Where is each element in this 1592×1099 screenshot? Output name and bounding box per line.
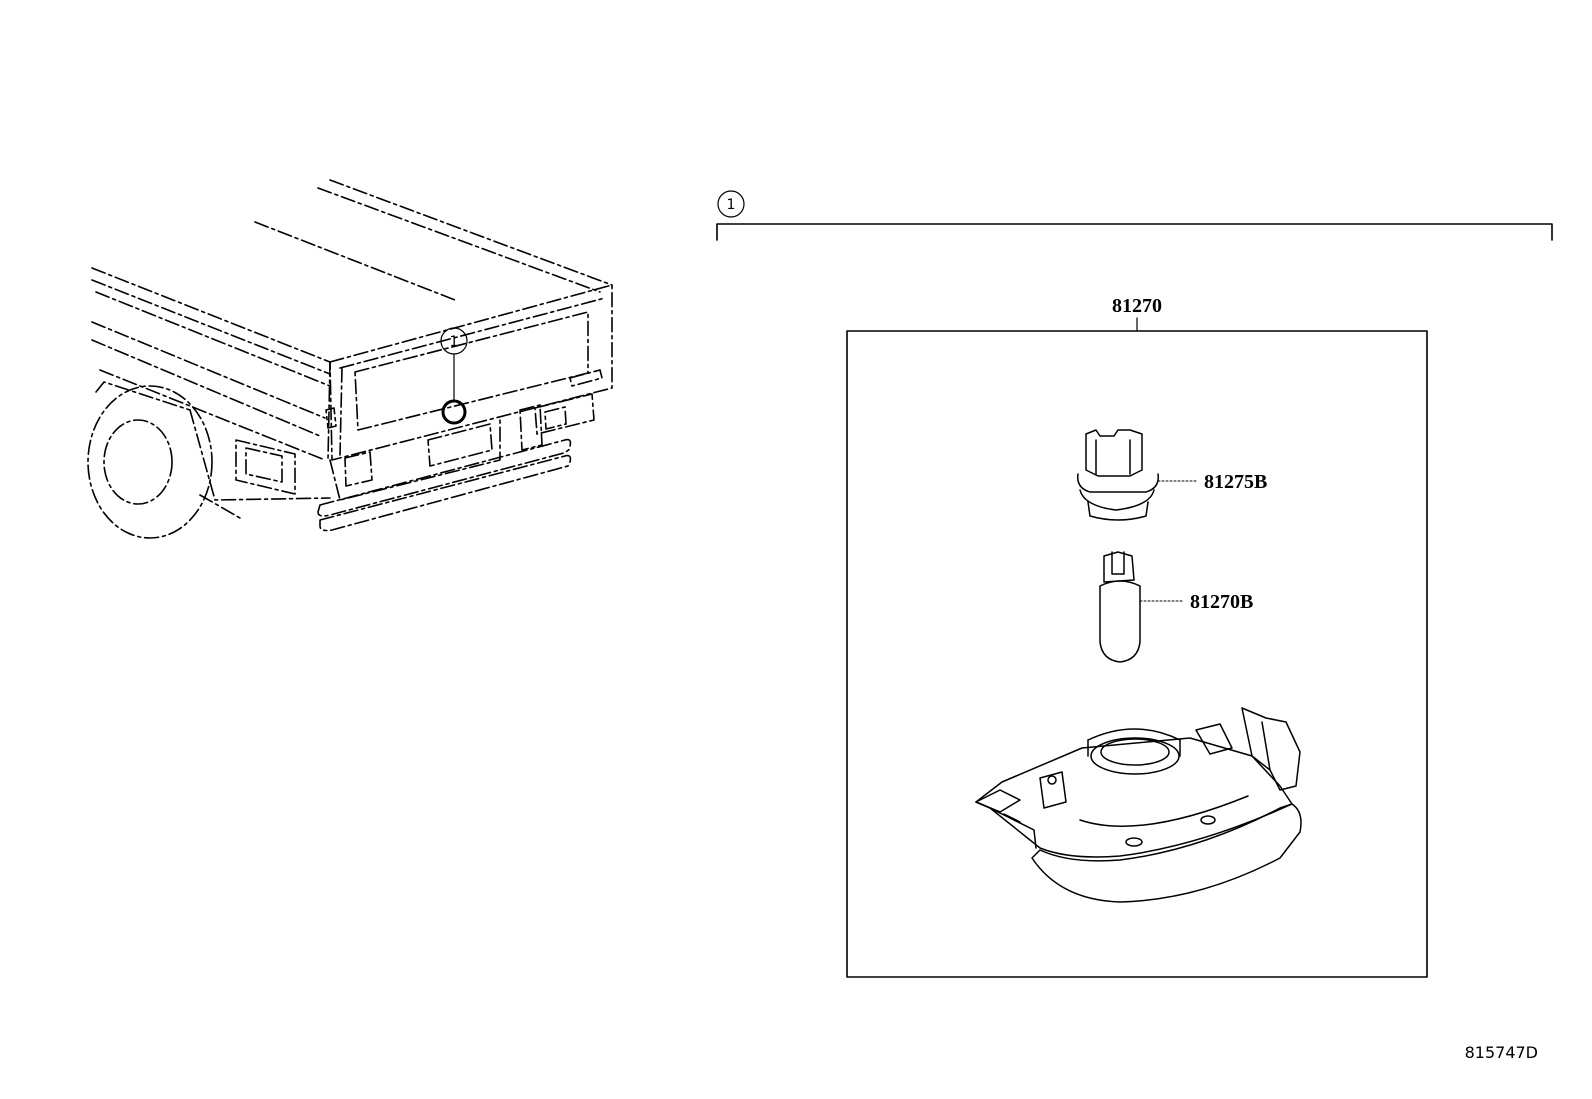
assembly-box <box>846 317 1428 978</box>
lamp-housing-icon <box>975 707 1302 903</box>
socket-part-number: 81275B <box>1204 471 1267 493</box>
bulb-socket-icon <box>1077 429 1199 521</box>
assembly-part-number: 81270 <box>1112 295 1162 317</box>
group-callout-number: 1 <box>727 197 736 213</box>
truck-rear-illustration <box>87 179 613 539</box>
vehicle-callout-number: 1 <box>450 334 459 350</box>
diagram-id: 815747D <box>1465 1043 1538 1062</box>
group-bracket <box>716 190 1553 241</box>
bulb-part-number: 81270B <box>1190 591 1253 613</box>
wedge-bulb-icon <box>1099 551 1185 663</box>
